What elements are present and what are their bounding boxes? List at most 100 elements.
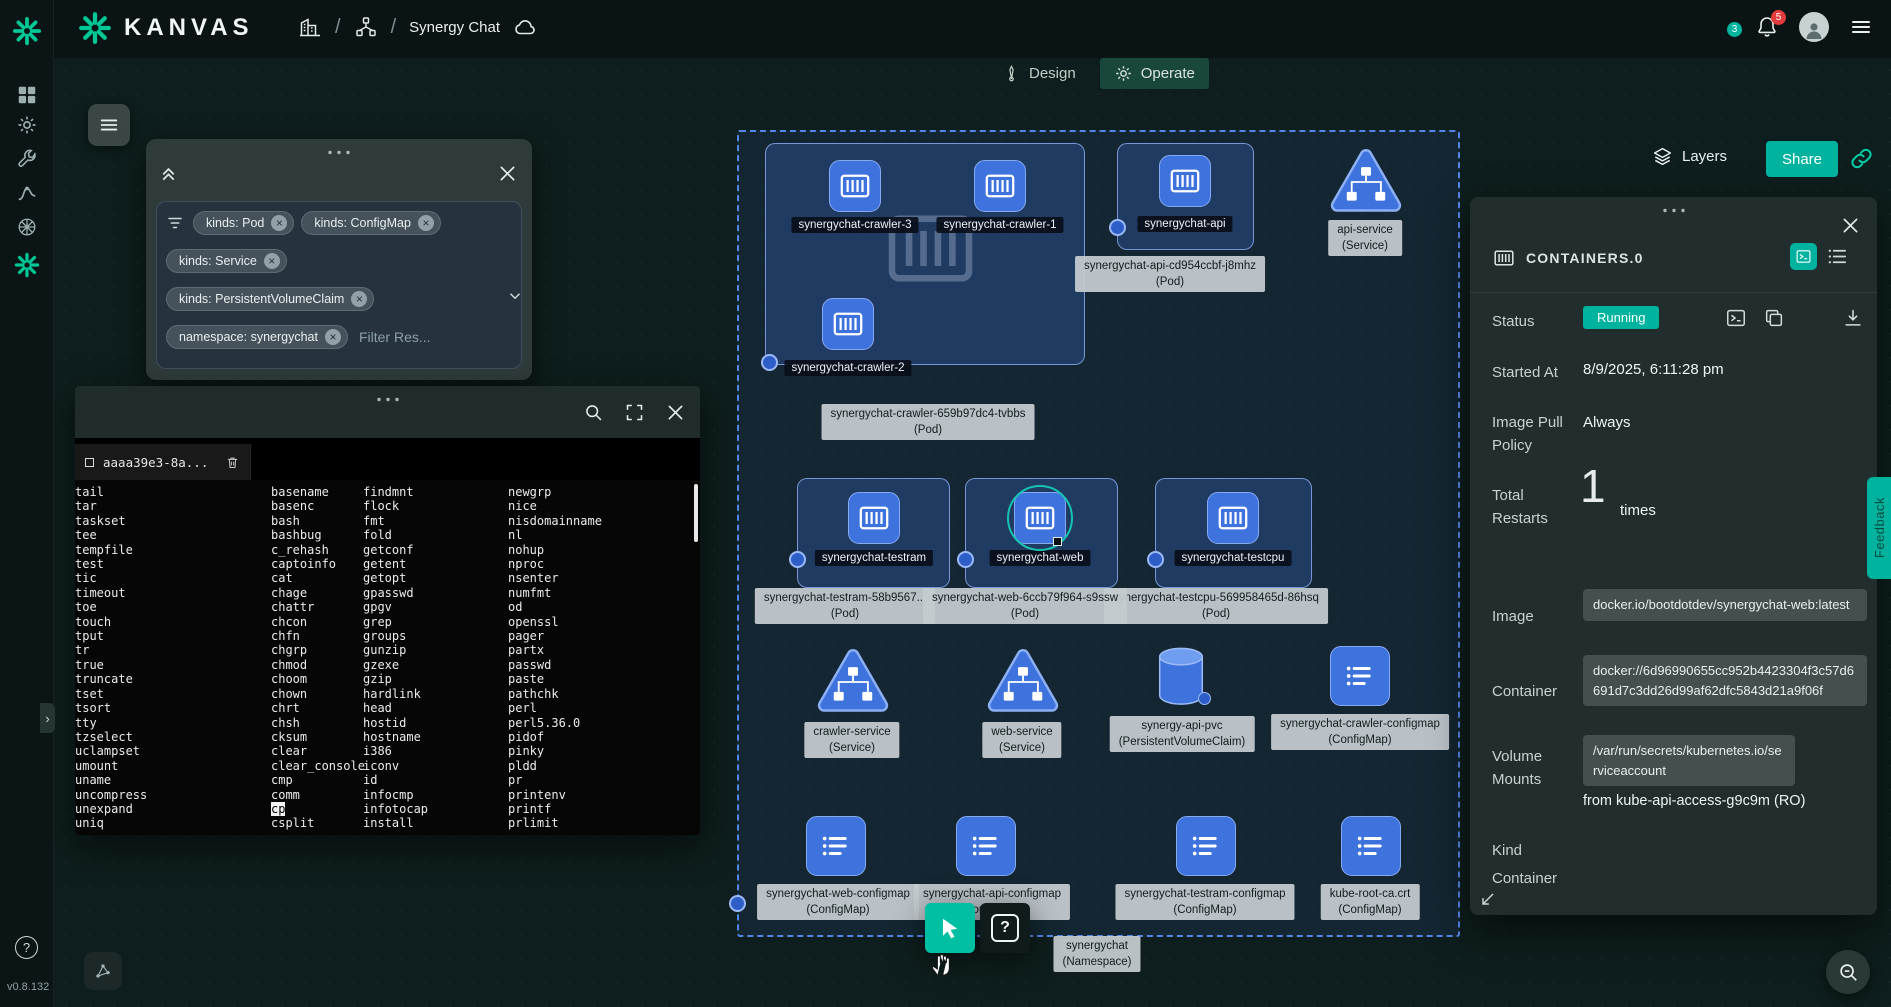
download-icon[interactable] xyxy=(1842,307,1864,329)
group-badge[interactable] xyxy=(1147,551,1164,568)
group-badge[interactable] xyxy=(957,551,974,568)
chip-name: synergychat-crawler-659b97dc4-tvbbs xyxy=(830,408,1026,420)
resource-chip-namespace[interactable]: synergychat (Namespace) xyxy=(1053,936,1141,973)
dashboard-icon[interactable] xyxy=(0,84,54,106)
filter-chip[interactable]: namespace: synergychat× xyxy=(166,325,348,349)
node-service-crawler[interactable] xyxy=(813,646,893,718)
relationships-button[interactable] xyxy=(84,952,122,990)
node-service-web[interactable] xyxy=(983,646,1063,718)
node-configmap-web[interactable] xyxy=(806,816,866,876)
group-badge[interactable] xyxy=(789,551,806,568)
lifecycle-gear-icon[interactable] xyxy=(0,114,54,136)
feedback-tab[interactable]: Feedback xyxy=(1867,477,1891,579)
performance-curve-icon[interactable] xyxy=(0,182,54,204)
resource-chip-crawler-configmap[interactable]: synergychat-crawler-configmap (ConfigMap… xyxy=(1271,714,1449,751)
chip-remove-icon[interactable]: × xyxy=(271,215,288,231)
filter-chip[interactable]: kinds: ConfigMap× xyxy=(301,211,441,235)
tab-operate[interactable]: Operate xyxy=(1099,57,1209,89)
kanvas-logo-icon[interactable] xyxy=(0,16,54,46)
copy-logs-icon[interactable] xyxy=(1763,307,1785,329)
fullscreen-icon[interactable] xyxy=(624,402,645,423)
drag-handle-icon[interactable] xyxy=(326,149,352,156)
group-badge[interactable] xyxy=(1109,219,1126,236)
resource-chip-api-service[interactable]: api-service (Service) xyxy=(1328,220,1402,257)
filter-chip[interactable]: kinds: Pod× xyxy=(193,211,295,235)
tab-design[interactable]: Design xyxy=(988,58,1090,89)
resource-chip-web-service[interactable]: web-service (Service) xyxy=(982,722,1062,759)
search-icon[interactable] xyxy=(583,402,604,423)
help-icon[interactable]: ? xyxy=(15,936,38,959)
volume-mounts-from: from kube-api-access-g9c9m (RO) xyxy=(1583,793,1806,809)
node-service-api[interactable] xyxy=(1326,146,1406,218)
expand-panel-icon[interactable] xyxy=(1478,889,1498,909)
filter-dropdown-chevron-icon[interactable] xyxy=(506,287,524,305)
resource-chip-api-pvc[interactable]: synergy-api-pvc (PersistentVolumeClaim) xyxy=(1109,716,1255,753)
avatar[interactable] xyxy=(1799,12,1829,42)
hamburger-menu-icon[interactable] xyxy=(1849,15,1873,39)
close-icon[interactable] xyxy=(665,402,686,423)
layers-button[interactable]: Layers xyxy=(1652,146,1727,167)
chip-name: synergychat-web-6ccb79f964-s9ssw xyxy=(931,592,1119,604)
canvas-menu-button[interactable] xyxy=(88,104,130,146)
resource-chip-api-pod[interactable]: synergychat-api-cd954ccbf-j8mhz (Pod) xyxy=(1075,256,1265,293)
filter-chip[interactable]: kinds: Service× xyxy=(166,249,287,273)
list-menu-icon[interactable] xyxy=(1826,245,1849,268)
resource-chip-testram-configmap[interactable]: synergychat-testram-configmap (ConfigMap… xyxy=(1115,884,1295,921)
resource-chip-crawler-pod[interactable]: synergychat-crawler-659b97dc4-tvbbs (Pod… xyxy=(821,404,1035,441)
terminal-tab[interactable]: aaaa39e3-8a... xyxy=(75,444,251,480)
exec-terminal-icon[interactable] xyxy=(1725,307,1747,329)
selection-badge[interactable] xyxy=(729,895,746,912)
node-pod-testram[interactable] xyxy=(848,492,900,544)
node-pod-crawler-3[interactable] xyxy=(829,160,881,212)
resource-chip-testcpu-pod[interactable]: synergychat-testcpu-569958465d-86hsq (Po… xyxy=(1104,588,1328,625)
organization-icon[interactable] xyxy=(298,15,322,39)
drag-handle-icon[interactable] xyxy=(1661,207,1687,214)
image-value[interactable]: docker.io/bootdotdev/synergychat-web:lat… xyxy=(1583,589,1867,621)
resource-chip-kube-root-ca[interactable]: kube-root-ca.crt (ConfigMap) xyxy=(1320,884,1420,921)
node-configmap-api[interactable] xyxy=(956,816,1016,876)
open-terminal-button[interactable] xyxy=(1790,243,1817,270)
workspace-icon[interactable] xyxy=(354,15,378,39)
brand[interactable]: KANVAS xyxy=(78,11,254,45)
node-configmap-testram[interactable] xyxy=(1176,816,1236,876)
group-badge[interactable] xyxy=(761,354,778,371)
share-button[interactable]: Share xyxy=(1766,141,1838,177)
zoom-button[interactable] xyxy=(1826,950,1870,994)
node-resize-handle[interactable] xyxy=(1053,537,1062,546)
chip-remove-icon[interactable]: × xyxy=(263,253,280,269)
close-icon[interactable] xyxy=(1840,215,1861,236)
trash-icon[interactable] xyxy=(225,455,240,470)
container-id-value[interactable]: docker://6d96990655cc952b4423304f3c57d66… xyxy=(1583,655,1867,706)
resource-chip-web-configmap[interactable]: synergychat-web-configmap (ConfigMap) xyxy=(757,884,919,921)
resource-chip-testram-pod[interactable]: synergychat-testram-58b9567... (Pod) xyxy=(754,588,936,625)
volume-mounts-value[interactable]: /var/run/secrets/kubernetes.io/serviceac… xyxy=(1583,735,1795,786)
resource-chip-web-pod[interactable]: synergychat-web-6ccb79f964-s9ssw (Pod) xyxy=(922,588,1128,625)
toolbox-wrench-icon[interactable] xyxy=(0,148,54,170)
design-name[interactable]: Synergy Chat xyxy=(409,18,501,36)
chip-remove-icon[interactable]: × xyxy=(417,215,434,231)
drag-handle-icon[interactable] xyxy=(375,396,401,403)
resource-chip-crawler-service[interactable]: crawler-service (Service) xyxy=(804,722,900,759)
alerts-bell[interactable]: 5 xyxy=(1755,10,1786,39)
chip-remove-icon[interactable]: × xyxy=(351,291,368,307)
filter-box[interactable]: kinds: Pod×kinds: ConfigMap× kinds: Servi… xyxy=(156,201,522,369)
node-pod-testcpu[interactable] xyxy=(1207,492,1259,544)
help-shortcuts-button[interactable]: ? xyxy=(980,903,1030,953)
node-configmap-crawler[interactable] xyxy=(1330,646,1390,706)
rail-expander[interactable]: › xyxy=(40,703,55,733)
copy-link-icon[interactable] xyxy=(1849,146,1874,171)
select-tool-button[interactable] xyxy=(925,903,975,953)
chip-remove-icon[interactable]: × xyxy=(324,329,341,345)
node-pod-api[interactable] xyxy=(1159,155,1211,207)
node-pod-crawler-2[interactable] xyxy=(822,298,874,350)
collapse-icon[interactable] xyxy=(158,163,179,184)
filter-chip[interactable]: kinds: PersistentVolumeClaim× xyxy=(166,287,375,311)
node-configmap-kube-root-ca[interactable] xyxy=(1341,816,1401,876)
filter-input-placeholder[interactable]: Filter Res... xyxy=(358,329,431,345)
kanvas-active-icon[interactable] xyxy=(0,252,54,278)
node-pod-crawler-1[interactable] xyxy=(974,160,1026,212)
terminal-scrollbar[interactable] xyxy=(694,484,698,542)
mesh-icon[interactable] xyxy=(0,216,54,238)
close-icon[interactable] xyxy=(497,163,518,184)
